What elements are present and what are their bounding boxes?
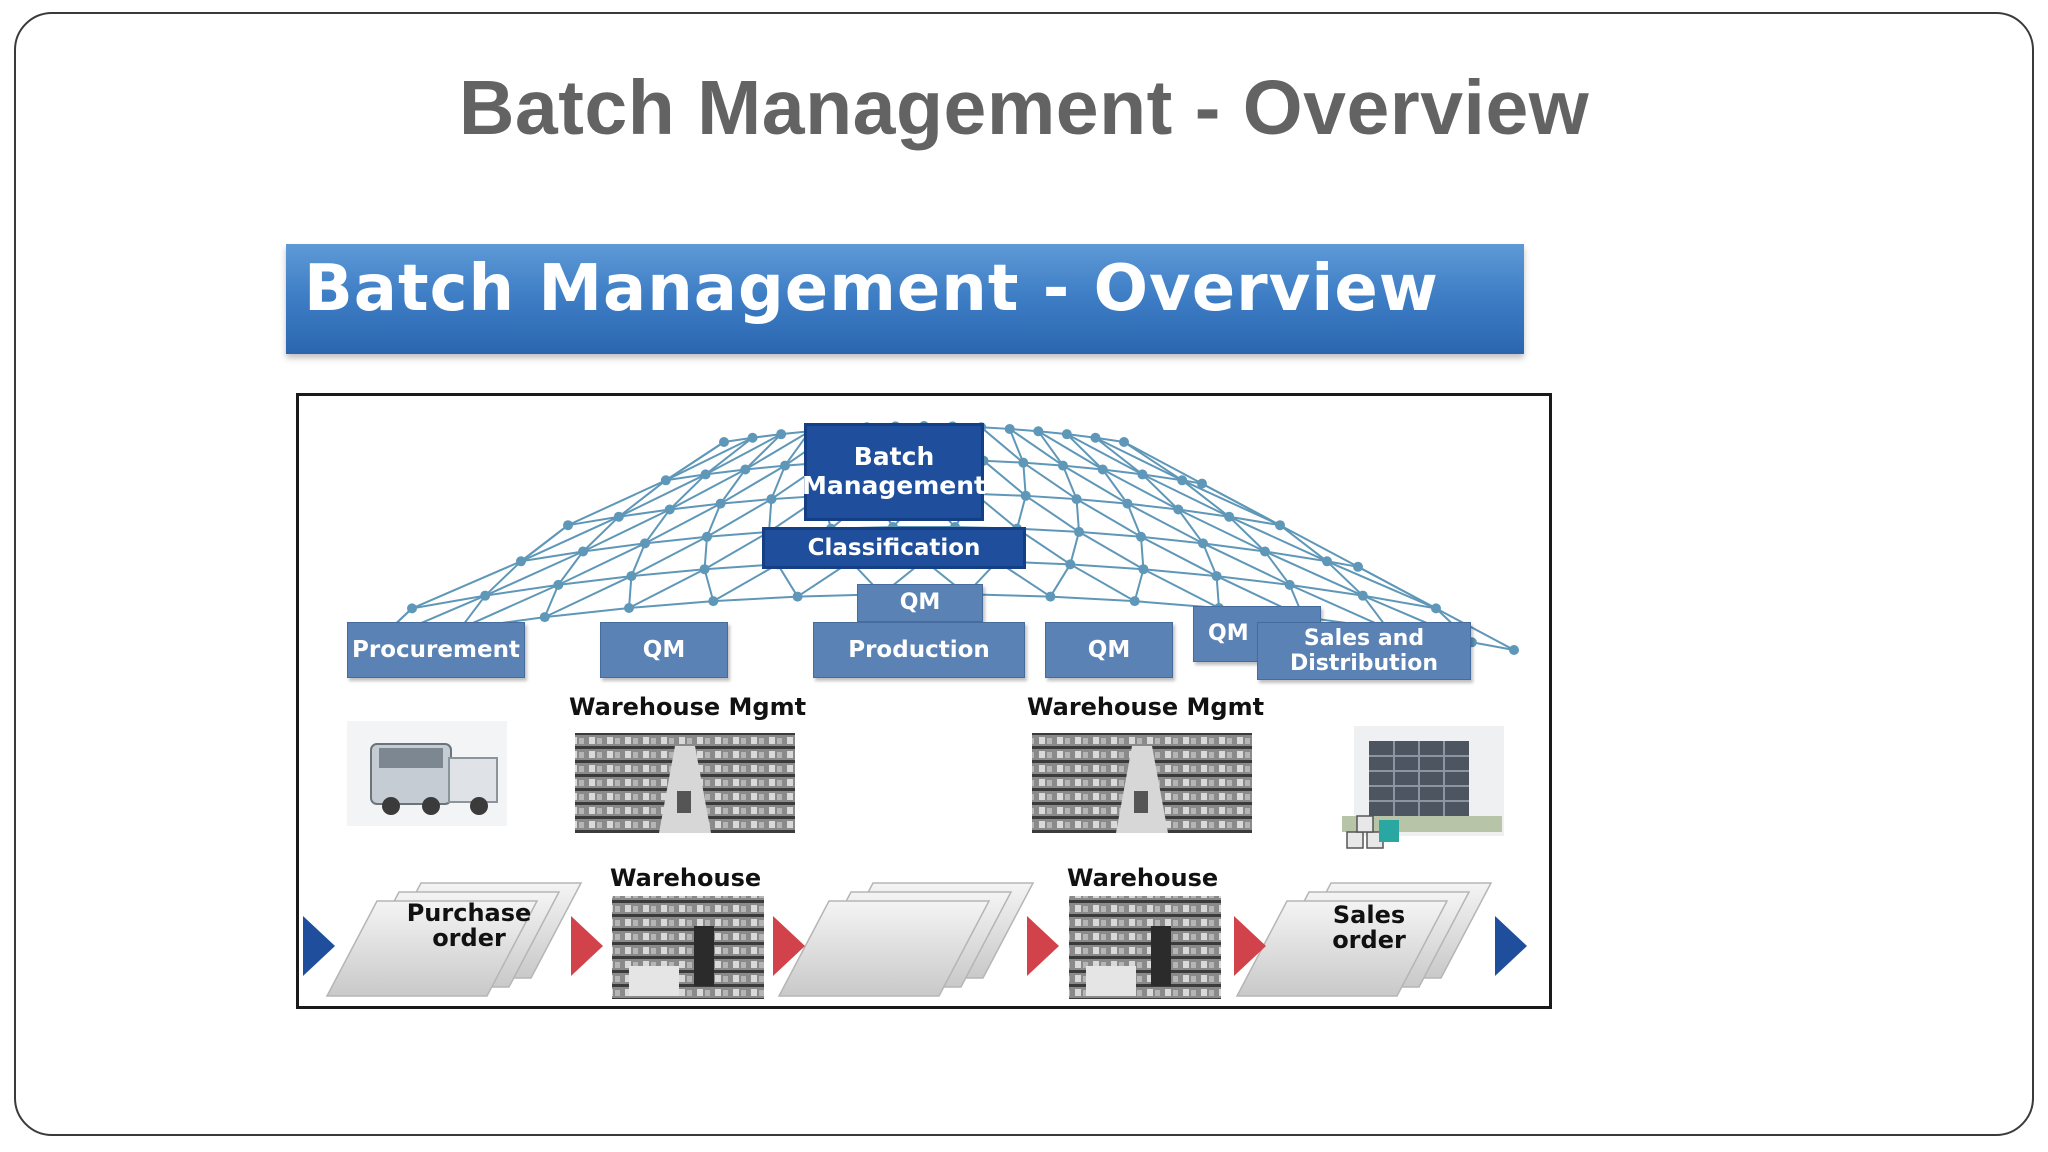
classification-box: Classification	[762, 527, 1026, 569]
diagram-graphics	[303, 421, 1527, 999]
procurement-box: Procurement	[347, 622, 525, 678]
warehouse-image-left	[612, 896, 764, 999]
sales-distribution-box: Sales and Distribution	[1257, 622, 1471, 680]
batch-management-diagram: Batch Management Classification QM Procu…	[296, 393, 1552, 1009]
diagram-banner: Batch Management - Overview	[286, 244, 1524, 354]
production-box: Production	[813, 622, 1025, 678]
building-image	[1342, 726, 1504, 849]
warehouse-image-right	[1069, 896, 1221, 999]
batch-management-box: Batch Management	[802, 423, 986, 521]
warehouse-mgmt-label-right: Warehouse Mgmt	[1027, 693, 1265, 721]
flow-arrows	[303, 916, 1527, 976]
warehouse-mgmt-image-right	[1032, 733, 1252, 833]
qm-left-box: QM	[600, 622, 728, 678]
banner-title: Batch Management - Overview	[304, 252, 1439, 326]
warehouse-label-right: Warehouse	[1067, 864, 1219, 892]
sales-order-label: Sales order	[1332, 901, 1406, 955]
slide-title: Batch Management - Overview	[458, 65, 1590, 151]
warehouse-label-left: Warehouse	[610, 864, 762, 892]
qm-top-box: QM	[857, 584, 983, 622]
document-stacks	[325, 882, 1493, 997]
truck-image	[347, 721, 507, 826]
warehouse-mgmt-image-left	[575, 733, 795, 833]
warehouse-mgmt-label-left: Warehouse Mgmt	[569, 693, 807, 721]
purchase-order-label: Purchase order	[406, 899, 532, 953]
qm-right-box: QM	[1045, 622, 1173, 678]
